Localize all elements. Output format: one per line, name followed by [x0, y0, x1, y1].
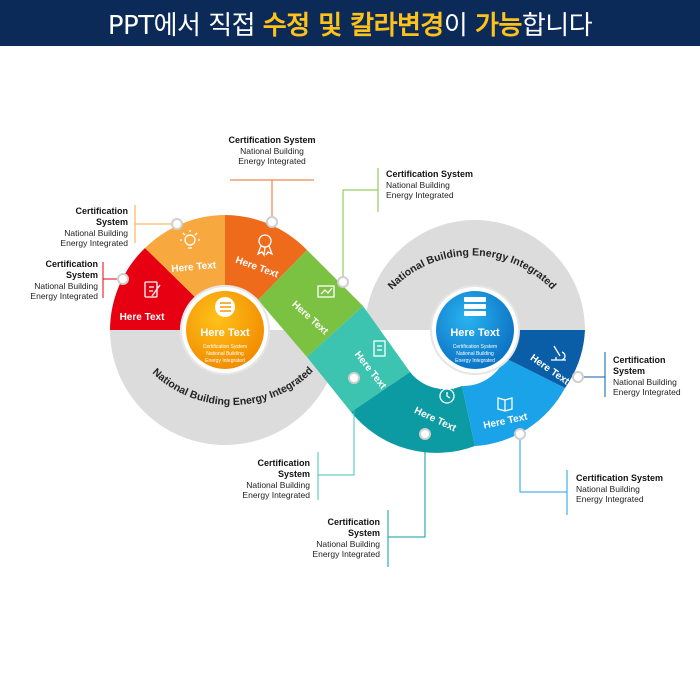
book-icon: [497, 397, 513, 412]
leader-line-light-orange: [134, 205, 177, 243]
segment-dark-blue[interactable]: [505, 330, 585, 388]
callout-orange: Certification System National Building E…: [222, 135, 322, 166]
right-hub-line3: Energy Integrated: [455, 358, 495, 364]
dot-teal: [419, 428, 431, 440]
lightbulb-icon: [180, 230, 200, 249]
callout-green: Certification System National Building E…: [386, 169, 476, 200]
callout-line1: National Building: [386, 180, 450, 190]
document-pencil-icon: [373, 340, 386, 357]
title-banner: PPT에서 직접 수정 및 칼라변경이 가능합니다: [0, 0, 700, 46]
callout-line2: Energy Integrated: [242, 490, 310, 500]
callout-sky-blue: Certification System National Building E…: [576, 473, 666, 504]
callout-line1: National Building: [64, 228, 128, 238]
dot-orange: [266, 216, 278, 228]
callout-line2: Energy Integrated: [576, 494, 644, 504]
callout-line1: National Building: [316, 539, 380, 549]
callout-title: Certification System: [576, 473, 664, 483]
segment-label-light-orange: Here Text: [171, 260, 217, 275]
callout-line2: Energy Integrated: [30, 291, 98, 301]
callout-title: Certification System: [327, 517, 380, 538]
award-ribbon-icon: [256, 234, 274, 257]
segment-green[interactable]: [258, 250, 363, 357]
dot-green: [337, 276, 349, 288]
callout-teal: Certification System National Building E…: [298, 517, 380, 559]
banner-highlight-1: 수정 및 칼라변경: [262, 10, 445, 41]
callout-mint: Certification System National Building E…: [230, 458, 310, 500]
callout-line2: Energy Integrated: [386, 190, 454, 200]
left-hub-line2: National Building: [206, 351, 244, 357]
callout-line1: National Building: [613, 377, 677, 387]
right-hub-line1: Certification System: [453, 344, 497, 350]
callout-light-orange: Certification System National Building E…: [50, 206, 128, 248]
segment-orange[interactable]: [225, 215, 307, 300]
callout-title: Certification System: [257, 458, 310, 479]
callout-line1: National Building: [576, 484, 640, 494]
segment-sky-blue[interactable]: [462, 358, 565, 446]
callout-line2: Energy Integrated: [613, 387, 681, 397]
leader-line-teal: [387, 434, 426, 567]
banner-text-2: 이: [443, 10, 476, 41]
banner-title: PPT에서 직접 수정 및 칼라변경이 가능합니다: [107, 5, 593, 42]
segment-teal[interactable]: [351, 372, 475, 453]
microscope-icon: [551, 345, 566, 361]
left-hub[interactable]: Here Text Certification System National …: [180, 285, 270, 375]
segment-mint[interactable]: [307, 306, 410, 412]
dot-light-orange: [171, 218, 183, 230]
callout-line1: National Building: [240, 146, 304, 156]
segment-label-red: Here Text: [120, 312, 166, 323]
dot-red: [117, 273, 129, 285]
callout-line2: Energy Integrated: [238, 156, 306, 166]
callout-title: Certification System: [75, 206, 128, 227]
right-hub-line2: National Building: [456, 351, 494, 357]
left-hub-title: Here Text: [200, 327, 250, 339]
callout-line1: National Building: [34, 281, 98, 291]
right-hub[interactable]: Here Text Certification System National …: [430, 285, 520, 375]
presentation-chart-icon: [317, 285, 335, 298]
callout-line2: Energy Integrated: [312, 549, 380, 559]
right-gray-ring: [365, 220, 585, 330]
right-hub-title: Here Text: [450, 327, 500, 339]
callout-line1: National Building: [246, 480, 310, 490]
leader-line-sky-blue: [519, 434, 568, 515]
leader-line-green: [342, 168, 379, 282]
callout-title: Certification System: [45, 259, 98, 280]
leader-line-orange: [230, 179, 314, 222]
alarm-clock-icon: [439, 386, 455, 404]
banner-highlight-2: 가능: [475, 10, 522, 41]
clipboard-edit-icon: [144, 281, 161, 298]
callout-line2: Energy Integrated: [60, 238, 128, 248]
banner-text-1: PPT에서 직접: [107, 10, 263, 41]
callout-title: Certification System: [613, 355, 666, 376]
left-gray-ring: [110, 330, 340, 445]
dot-mint: [348, 372, 360, 384]
callout-title: Certification System: [386, 169, 474, 179]
segment-red[interactable]: [110, 248, 195, 330]
infinity-diagram: National Building Energy Integrated Nati…: [102, 168, 606, 567]
server-icon: [464, 297, 486, 316]
left-hub-line1: Certification System: [203, 344, 247, 350]
banner-text-3: 합니다: [521, 10, 593, 41]
left-hub-line3: Energy Integrated: [205, 358, 245, 364]
dot-dark-blue: [572, 371, 584, 383]
leader-line-mint: [317, 378, 355, 500]
segment-light-orange[interactable]: [145, 215, 225, 297]
list-icon: [215, 297, 235, 317]
callout-title: Certification System: [228, 135, 316, 145]
dot-sky-blue: [514, 428, 526, 440]
callout-red: Certification System National Building E…: [20, 259, 98, 301]
callout-dark-blue: Certification System National Building E…: [613, 355, 695, 397]
